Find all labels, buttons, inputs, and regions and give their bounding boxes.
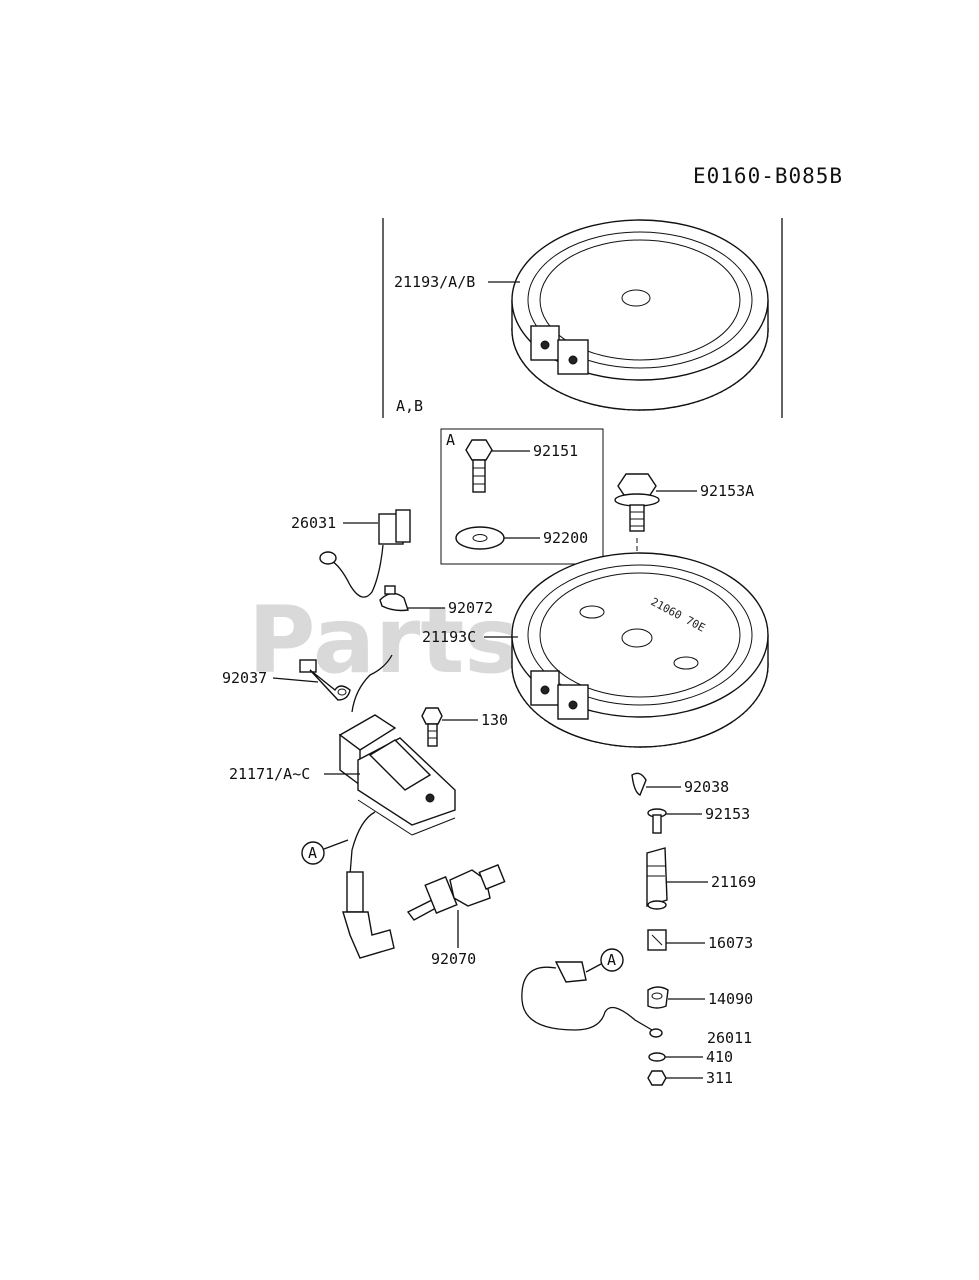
- leader-ref-a-right: [585, 963, 602, 973]
- leader-ref-a-left: [323, 839, 349, 850]
- label-92200: 92200: [543, 529, 588, 547]
- label-26011: 26011: [707, 1029, 752, 1047]
- terminal-92037: [299, 659, 351, 701]
- label-14090: 14090: [708, 990, 753, 1008]
- label-92038: 92038: [684, 778, 729, 796]
- lead-wire-26011: [521, 961, 663, 1038]
- part-16073: [647, 929, 667, 951]
- ref-circle-a-right: [600, 948, 624, 972]
- inset-label: A: [446, 431, 455, 449]
- label-21193C: 21193C: [422, 628, 476, 646]
- washer-410: [648, 1052, 666, 1062]
- spark-plug-92070: [406, 863, 506, 921]
- washer-92200: [455, 526, 505, 550]
- label-410: 410: [706, 1048, 733, 1066]
- spark-plug-cap: [342, 871, 395, 959]
- flywheel-top: [511, 219, 769, 411]
- label-21169: 21169: [711, 873, 756, 891]
- leader-92037: [272, 677, 319, 683]
- bolt-92153A: [614, 473, 660, 532]
- bolt-130: [421, 707, 443, 747]
- label-92151: 92151: [533, 442, 578, 460]
- label-130: 130: [481, 711, 508, 729]
- flywheel-main: 21060 70E: [511, 552, 769, 748]
- label-92153: 92153: [705, 805, 750, 823]
- nut-311: [647, 1070, 667, 1086]
- part-14090: [647, 986, 669, 1009]
- label-26031: 26031: [291, 514, 336, 532]
- label-311: 311: [706, 1069, 733, 1087]
- bracket-21169: [646, 847, 668, 910]
- key-92038: [631, 772, 647, 796]
- label-92037: 92037: [222, 669, 267, 687]
- diagram-code: E0160-B085B: [693, 164, 843, 188]
- screw-92153: [647, 808, 667, 834]
- ref-circle-a-left-label: A: [308, 844, 317, 862]
- bolt-92151: [465, 439, 493, 493]
- ref-circle-a-right-label: A: [607, 951, 616, 969]
- label-92153A: 92153A: [700, 482, 754, 500]
- ref-circle-a-left: [301, 841, 325, 865]
- connector-26031: [319, 509, 411, 598]
- clip-92072: [379, 585, 409, 612]
- label-21193AB: 21193/A/B: [394, 273, 475, 291]
- ignition-coil-21171: [338, 714, 456, 876]
- label-16073: 16073: [708, 934, 753, 952]
- coil-ground-wire: [351, 654, 393, 713]
- label-92072: 92072: [448, 599, 493, 617]
- group-label: A,B: [396, 397, 423, 415]
- inset-box: [440, 428, 604, 565]
- label-92070: 92070: [431, 950, 476, 968]
- label-21171: 21171/A~C: [229, 765, 310, 783]
